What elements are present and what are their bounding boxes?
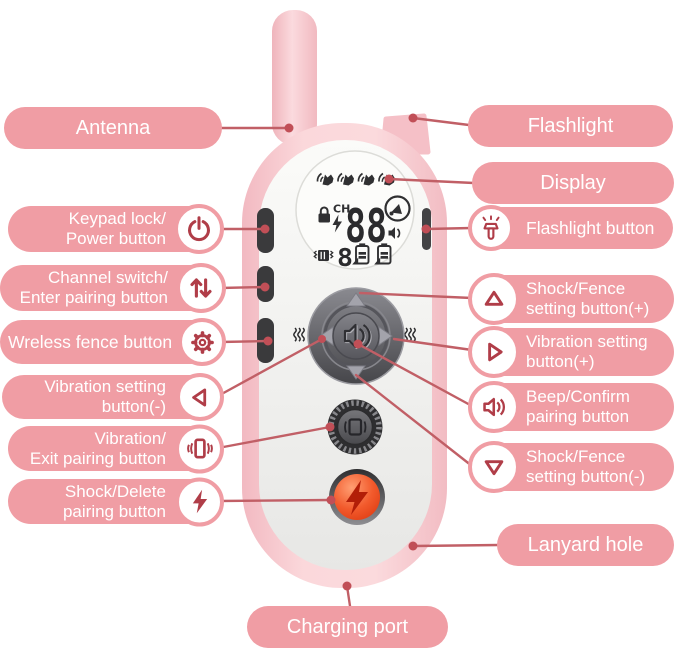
callout-label: Wreless fence button bbox=[8, 331, 173, 352]
callout-label: Lanyard hole bbox=[527, 533, 644, 556]
callout-vibration-exit: Vibration/ Exit pairing button bbox=[8, 424, 224, 473]
shock-button-lightning-icon bbox=[346, 480, 368, 515]
callout-keypad-power: Keypad lock/ Power button bbox=[8, 204, 224, 254]
callout-vibration-plus: Vibration setting button(+) bbox=[468, 326, 674, 378]
device-remote: CH 88 8 bbox=[242, 10, 447, 588]
callout-label: Flashlight bbox=[527, 114, 614, 137]
lcd-speaker-icon bbox=[388, 227, 401, 239]
callout-label: Shock/Fence bbox=[526, 447, 626, 466]
callout-label: Enter pairing button bbox=[19, 288, 168, 307]
vibration-button-icon bbox=[344, 418, 367, 436]
callout-shock-minus: Shock/Fence setting button(-) bbox=[468, 441, 674, 493]
callout-flashlight-button: Flashlight button bbox=[468, 205, 673, 251]
lcd-display: CH 88 8 bbox=[295, 150, 415, 272]
vibration-marks-left bbox=[293, 327, 305, 342]
callout-label: button(-) bbox=[101, 397, 166, 416]
dpad-up-button bbox=[346, 292, 366, 307]
callout-label: Exit pairing button bbox=[29, 448, 166, 468]
dpad bbox=[307, 287, 405, 385]
callout-flashlight: Flashlight bbox=[468, 105, 673, 147]
callout-label: Power button bbox=[65, 229, 166, 248]
callout-label: pairing button bbox=[62, 501, 166, 521]
callout-label: Beep/Confirm bbox=[526, 387, 630, 406]
callout-label: Antenna bbox=[75, 116, 151, 139]
connector-lines bbox=[216, 116, 501, 608]
callout-label: pairing button bbox=[526, 407, 630, 426]
callout-label: Keypad lock/ bbox=[68, 209, 166, 228]
speaker-icon bbox=[468, 381, 520, 433]
callout-label: Shock/Fence bbox=[526, 279, 626, 298]
connector-dots bbox=[260, 113, 431, 591]
triangle-left-icon bbox=[176, 373, 224, 421]
callout-label: Channel switch/ bbox=[47, 268, 168, 287]
lcd-channel-label: CH bbox=[333, 203, 350, 216]
callout-shock-plus: Shock/Fence setting button(+) bbox=[468, 273, 674, 325]
callout-vibration-minus: Vibration setting button(-) bbox=[2, 373, 224, 421]
lcd-shock-icon bbox=[332, 214, 342, 233]
callout-beep-confirm: Beep/Confirm pairing button bbox=[468, 381, 674, 433]
lightning-icon bbox=[175, 477, 224, 526]
callout-antenna: Antenna bbox=[4, 107, 222, 149]
callout-lanyard-hole: Lanyard hole bbox=[497, 524, 674, 566]
callout-shock-delete: Shock/Delete pairing button bbox=[8, 477, 224, 526]
callout-charging-port: Charging port bbox=[247, 606, 448, 648]
callout-display: Display bbox=[472, 162, 674, 204]
vibration-icon bbox=[175, 424, 224, 473]
callout-channel-switch: Channel switch/ Enter pairing button bbox=[0, 263, 226, 313]
triangle-right-icon bbox=[468, 326, 520, 378]
callout-label: Vibration setting bbox=[44, 377, 166, 396]
power-icon bbox=[174, 204, 224, 254]
shock-button bbox=[329, 469, 385, 525]
triangle-up-icon bbox=[468, 273, 520, 325]
vibration-marks-right bbox=[404, 327, 416, 342]
callout-label: setting button(-) bbox=[526, 467, 646, 486]
callout-label: Vibration/ bbox=[94, 428, 166, 448]
callout-label: Vibration setting bbox=[526, 332, 648, 351]
lcd-beep-status-icon bbox=[384, 195, 411, 222]
lcd-channel-digits: 88 bbox=[345, 199, 387, 253]
lcd-intensity-digit: 8 bbox=[337, 243, 353, 272]
callout-label: Charging port bbox=[286, 615, 409, 638]
lcd-vibration-icon bbox=[313, 250, 334, 261]
callout-label: Shock/Delete bbox=[64, 481, 166, 501]
lcd-lock-icon bbox=[318, 206, 330, 223]
callout-label: button(+) bbox=[526, 352, 595, 371]
gear-icon bbox=[178, 318, 226, 366]
flashlight-icon bbox=[468, 205, 514, 251]
triangle-down-icon bbox=[468, 441, 520, 493]
vibration-button bbox=[327, 399, 383, 455]
dpad-down-button bbox=[346, 365, 366, 380]
callout-label: Display bbox=[540, 171, 606, 194]
callout-wireless-fence: Wreless fence button bbox=[0, 318, 226, 366]
up-down-arrows-icon bbox=[176, 263, 226, 313]
device-antenna bbox=[272, 10, 317, 145]
callout-label: setting button(+) bbox=[526, 299, 650, 318]
callout-label: Flashlight button bbox=[526, 217, 655, 238]
